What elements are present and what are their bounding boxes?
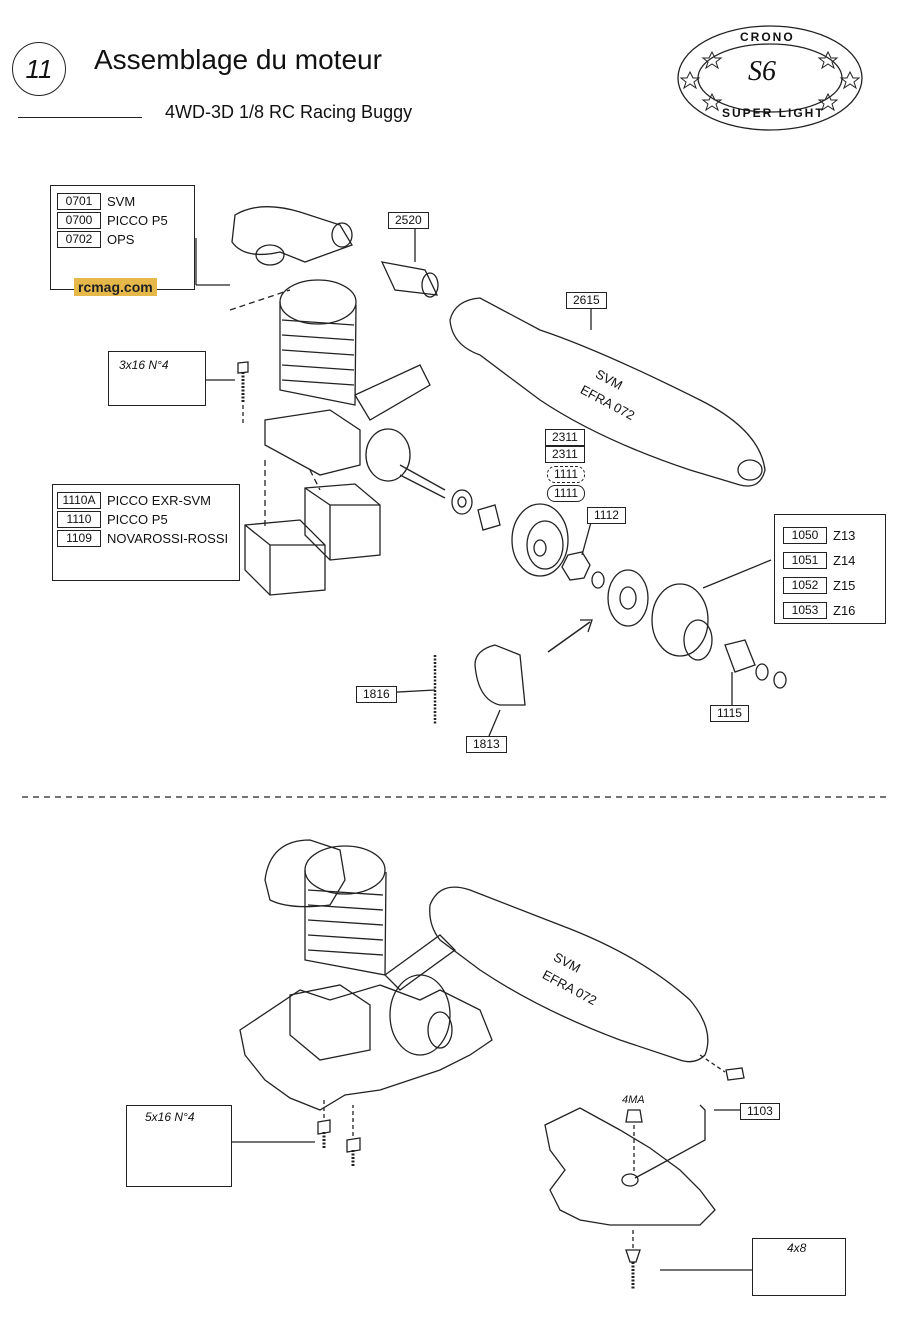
logo-top-text: CRONO xyxy=(740,30,795,44)
screw-box-bottom-left: 5x16 N°4 xyxy=(126,1105,232,1187)
header-rule xyxy=(18,117,142,118)
shim-label: 2311 xyxy=(545,446,585,463)
step-number: 11 xyxy=(12,42,66,96)
page-subtitle: 4WD-3D 1/8 RC Racing Buggy xyxy=(165,102,413,122)
part-label-1813: 1813 xyxy=(466,736,507,753)
manifold-upper xyxy=(231,206,353,263)
part-label-1115: 1115 xyxy=(710,705,749,722)
shim-label: 1111 xyxy=(547,485,586,502)
muffler-upper xyxy=(449,297,766,487)
part-label-1103: 1103 xyxy=(740,1103,780,1120)
engine-head-top xyxy=(279,279,357,325)
screw-spec: 5x16 N°4 xyxy=(145,1110,195,1124)
screw-box-top: 3x16 N°4 xyxy=(108,351,206,406)
logo-bottom-text: SUPER LIGHT xyxy=(722,106,825,120)
part-label-2520: 2520 xyxy=(388,212,429,229)
part-label-2615: 2615 xyxy=(566,292,607,309)
part-label-1112: 1112 xyxy=(587,507,626,524)
watermark-rcmag: rcmag.com xyxy=(74,278,157,296)
nut-label: 4MA xyxy=(622,1094,645,1106)
muffler-lower xyxy=(429,886,709,1063)
logo-center-text: S6 xyxy=(748,56,776,87)
shim-label: 1111 xyxy=(547,466,586,483)
screw-spec: 4x8 xyxy=(787,1241,807,1255)
page-title: Assemblage du moteur xyxy=(94,44,382,75)
logo-outer-ellipse xyxy=(677,25,863,131)
part-label-1816: 1816 xyxy=(356,686,397,703)
chassis-plate xyxy=(239,984,493,1111)
screw-spec: 3x16 N°4 xyxy=(119,358,169,372)
shim-label: 2311 xyxy=(545,429,585,446)
screw-box-bottom-right: 4x8 xyxy=(752,1238,846,1296)
